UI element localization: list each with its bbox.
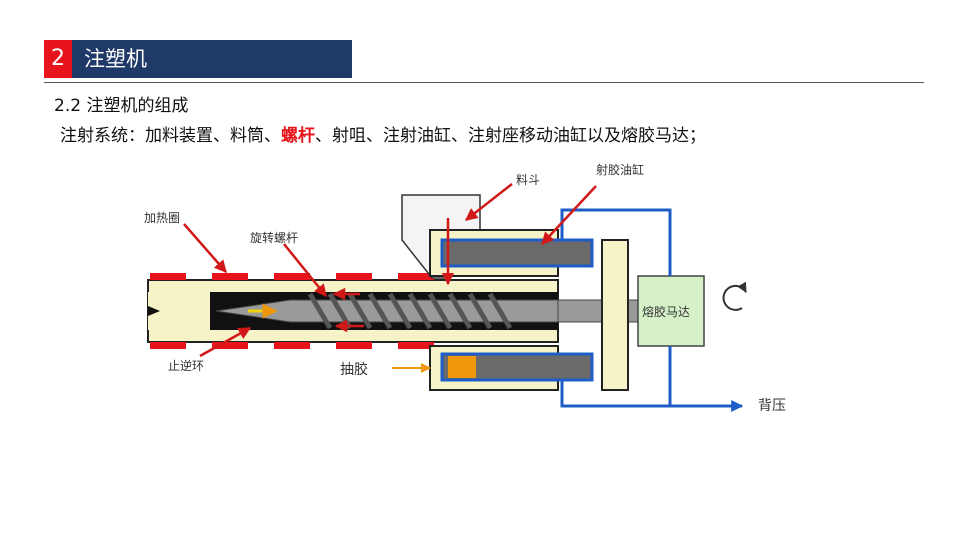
label-hopper: 料斗 [516, 173, 540, 187]
injection-plate [601, 239, 629, 391]
injection-system-diagram: 料斗 射胶油缸 加热圈 旋转螺杆 止逆环 抽胶 熔胶马达 背压 [144, 162, 786, 414]
description-highlight: 螺杆 [281, 126, 315, 146]
injection-cylinder-top [429, 229, 594, 277]
label-back-pressure: 背压 [758, 398, 786, 414]
label-rotating-screw: 旋转螺杆 [250, 230, 298, 245]
hydraulic-lines [560, 208, 730, 408]
section-title: 注塑机 [84, 47, 147, 71]
nozzle [148, 292, 210, 330]
injection-cylinder-bottom [429, 345, 594, 391]
label-melt-motor: 熔胶马达 [642, 304, 690, 319]
heating-bands [150, 273, 434, 349]
label-heating-band: 加热圈 [144, 211, 180, 225]
screw [215, 292, 611, 330]
description-prefix: 注射系统：加料装置、料筒、 [60, 126, 281, 146]
header-divider [44, 82, 924, 83]
page-subtitle: 2.2 注塑机的组成 [54, 96, 189, 116]
section-number: 2 [44, 40, 72, 78]
label-injection-cylinder: 射胶油缸 [596, 162, 644, 177]
label-suck-back: 抽胶 [340, 361, 368, 378]
section-header: 2 注塑机 [44, 40, 352, 78]
description-suffix: 、射咀、注射油缸、注射座移动油缸以及熔胶马达； [315, 126, 706, 146]
label-check-ring: 止逆环 [168, 358, 204, 373]
annotation-arrows [183, 183, 597, 358]
description-text: 注射系统：加料装置、料筒、螺杆、射咀、注射油缸、注射座移动油缸以及熔胶马达； [60, 121, 706, 146]
rotation-arrow [722, 281, 747, 311]
